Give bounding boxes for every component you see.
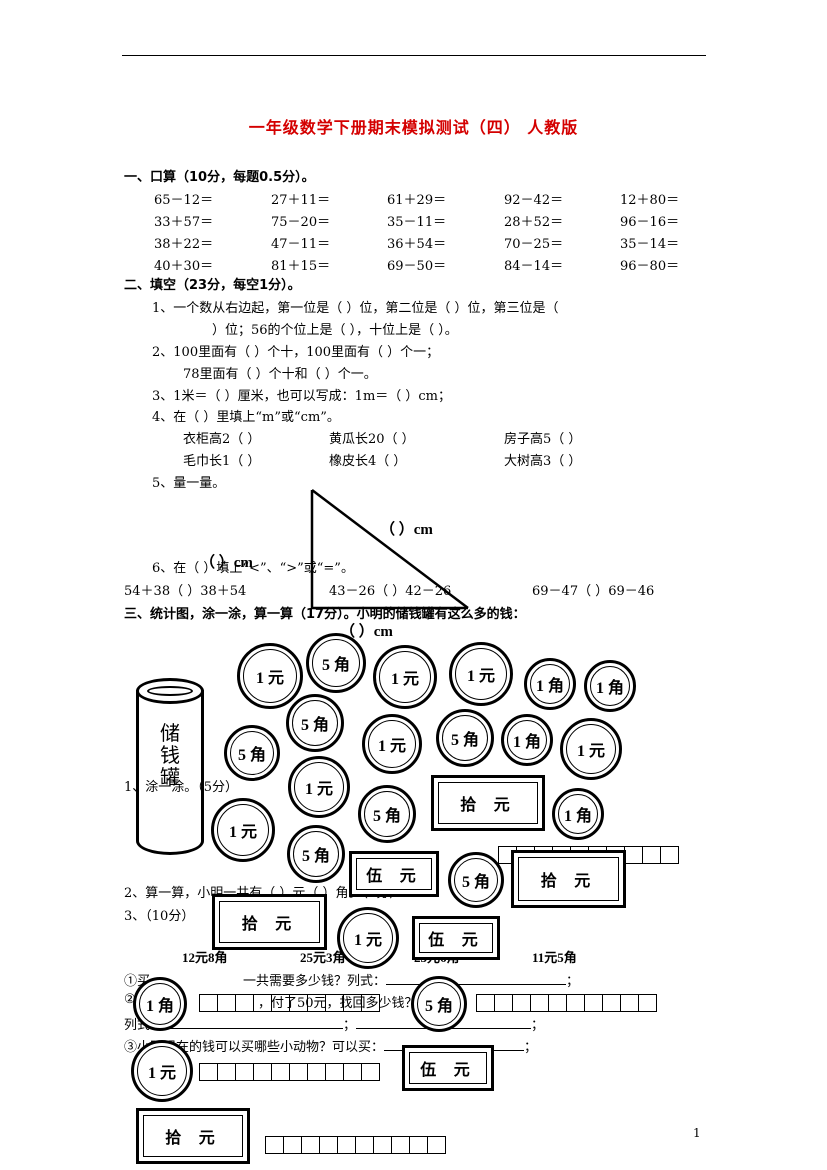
s3-line1-text: 一共需要多少钱？列式： — [243, 974, 387, 989]
coin-1-yuan: 1 元 — [362, 714, 422, 774]
oral-problem: 81＋15＝ — [271, 259, 331, 274]
q6-text: 6、在（ ）填上“<”、“>”或“=”。 — [152, 561, 354, 576]
page-number: 1 — [693, 1126, 701, 1140]
s3-line3-text: ③小明现在的钱可以买哪些小动物？可以买： — [124, 1040, 385, 1055]
coin-1-jiao: 1 角 — [552, 788, 604, 840]
oral-problem: 96－16＝ — [620, 215, 680, 230]
answer-line — [163, 1028, 344, 1029]
oral-problem: 65－12＝ — [154, 193, 214, 208]
measure-answer-1: （ ）cm — [380, 522, 433, 538]
coin-1-jiao: 1 角 — [584, 660, 636, 712]
note-5-yuan: 伍 元 — [349, 851, 439, 897]
coin-1-jiao: 1 角 — [501, 714, 553, 766]
section-3-heading: 三、统计图，涂一涂，算一算（17分）。小明的储钱罐有这么多的钱： — [124, 607, 526, 622]
q2-line1: 2、100里面有（ ）个十，100里面有（ ）个一； — [152, 345, 440, 360]
q4-item: 毛巾长1（ ） — [183, 454, 261, 469]
note-10-yuan: 拾 元 — [511, 850, 626, 908]
note-10-yuan: 拾 元 — [136, 1108, 250, 1164]
note-10-yuan: 拾 元 — [212, 894, 327, 950]
oral-problem: 35－14＝ — [620, 237, 680, 252]
q4-item: 橡皮长4（ ） — [329, 454, 407, 469]
oral-problem: 47－11＝ — [271, 237, 331, 252]
coin-1-jiao: 1 角 — [524, 658, 576, 710]
q4-item: 房子高5（ ） — [504, 432, 582, 447]
coin-1-yuan: 1 元 — [373, 645, 437, 709]
q4-item: 大树高3（ ） — [504, 454, 582, 469]
oral-problem: 35－11＝ — [387, 215, 447, 230]
coin-1-yuan: 1 元 — [288, 756, 350, 818]
coin-1-yuan: 1 元 — [337, 907, 399, 969]
s3-q3: 3、（10分） — [124, 909, 195, 924]
coin-5-jiao: 5 角 — [224, 725, 280, 781]
header-rule — [122, 55, 706, 56]
oral-problem: 96－80＝ — [620, 259, 680, 274]
coin-5-jiao: 5 角 — [358, 785, 416, 843]
coin-1-yuan: 1 元 — [449, 642, 513, 706]
coin-5-jiao: 5 角 — [287, 825, 345, 883]
piggy-bank-label: 储钱罐 — [160, 721, 180, 789]
coin-1-yuan: 1 元 — [131, 1040, 193, 1102]
page-title: 一年级数学下册期末模拟测试（四） 人教版 — [248, 118, 579, 137]
s3-q1: 1、涂一涂。（5分） — [124, 780, 239, 795]
s3-line1: 一共需要多少钱？列式：； — [243, 974, 580, 989]
oral-problem: 92－42＝ — [504, 193, 564, 208]
oral-problem: 40＋30＝ — [154, 259, 214, 274]
measure-answer-2: （ ）cm — [200, 555, 253, 571]
q1-line1: 1、一个数从右边起，第一位是（ ）位，第二位是（ ）位，第三位是（ — [152, 301, 559, 316]
coin-5-jiao: 5 角 — [448, 852, 504, 908]
coin-5-jiao: 5 角 — [411, 976, 467, 1032]
s3-q2: 2、算一算，小明一共有（ ）元（ ）角。（2分） — [124, 886, 402, 901]
measure-answer-3: （ ）cm — [340, 624, 393, 640]
oral-problem: 27＋11＝ — [271, 193, 331, 208]
q2-line2: 78里面有（ ）个十和（ ）个一。 — [183, 367, 377, 382]
answer-line — [386, 984, 567, 985]
coin-5-jiao: 5 角 — [436, 709, 494, 767]
s3-line2-prefix: ② — [124, 992, 136, 1007]
oral-problem: 69－50＝ — [387, 259, 447, 274]
q5-text: 5、量一量。 — [152, 476, 226, 491]
q4-item: 黄瓜长20（ ） — [329, 432, 415, 447]
oral-problem: 38＋22＝ — [154, 237, 214, 252]
coloring-grid — [199, 1063, 380, 1081]
q6-item: 69－47（ ）69－46 — [532, 584, 655, 599]
note-5-yuan: 伍 元 — [402, 1045, 494, 1091]
q3-text: 3、1米＝（ ）厘米，也可以写成：1m＝（ ）cm； — [152, 389, 452, 404]
q4-item: 衣柜高2（ ） — [183, 432, 261, 447]
coin-1-yuan: 1 元 — [560, 718, 622, 780]
piggy-bank-lid — [136, 678, 204, 704]
section-2-heading: 二、填空（23分，每空1分）。 — [124, 278, 301, 293]
triangle-figure — [310, 489, 469, 610]
oral-problem: 70－25＝ — [504, 237, 564, 252]
coin-5-jiao: 5 角 — [306, 633, 366, 693]
s3-line2b: 列式：；； — [124, 1014, 544, 1033]
q1-line2: ）位；56的个位上是（ ），十位上是（ ）。 — [212, 323, 458, 338]
s3-line2: ，付了50元，找回多少钱？ — [258, 996, 418, 1011]
oral-problem: 36＋54＝ — [387, 237, 447, 252]
oral-problem: 12＋80＝ — [620, 193, 680, 208]
price-label: 25元3角 — [300, 950, 346, 965]
price-label: 12元8角 — [182, 950, 228, 965]
note-10-yuan: 拾 元 — [431, 775, 545, 831]
oral-problem: 75－20＝ — [271, 215, 331, 230]
q4-text: 4、在（ ）里填上“m”或“cm”。 — [152, 410, 340, 425]
coloring-grid — [476, 994, 657, 1012]
section-1-heading: 一、口算（10分，每题0.5分）。 — [124, 170, 315, 185]
oral-problem: 33＋57＝ — [154, 215, 214, 230]
oral-problem: 61＋29＝ — [387, 193, 447, 208]
coloring-grid — [265, 1136, 446, 1154]
oral-problem: 84－14＝ — [504, 259, 564, 274]
piggy-bank-jar — [136, 690, 204, 855]
coin-1-jiao: 1 角 — [133, 977, 187, 1031]
oral-problem: 28＋52＝ — [504, 215, 564, 230]
coin-1-yuan: 1 元 — [237, 643, 303, 709]
note-5-yuan: 伍 元 — [412, 916, 500, 960]
q6-item: 43－26（ ）42－26 — [329, 584, 452, 599]
q6-item: 54＋38（ ）38＋54 — [124, 584, 247, 599]
coin-5-jiao: 5 角 — [286, 694, 344, 752]
price-label: 11元5角 — [532, 950, 577, 965]
coin-1-yuan: 1 元 — [211, 798, 275, 862]
coloring-grid — [199, 994, 380, 1012]
